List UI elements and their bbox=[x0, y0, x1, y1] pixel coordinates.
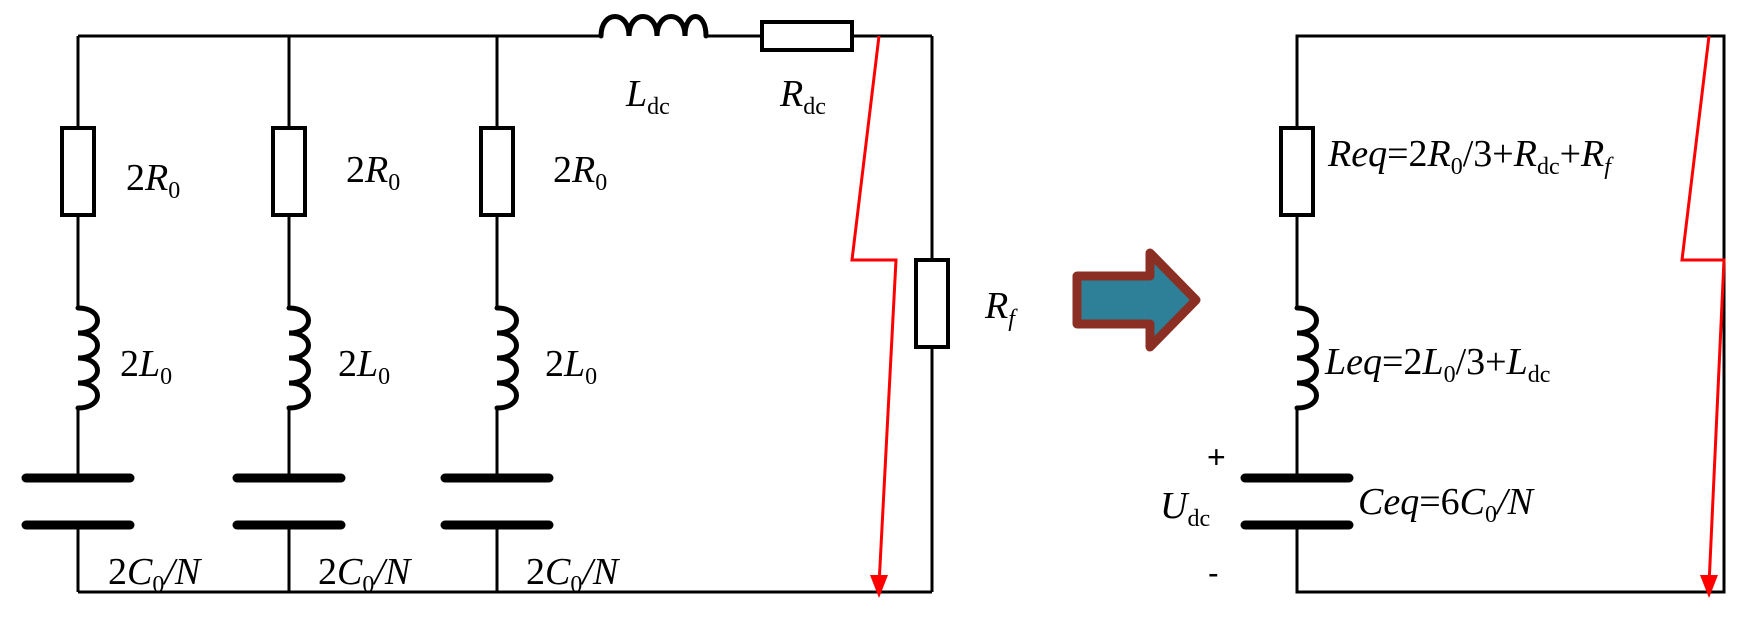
right-circuit-wires bbox=[1295, 34, 1726, 594]
line-inductor-ldc bbox=[598, 14, 709, 39]
left-circuit: 2R0 2R0 2R0 2L0 2L0 2L0 2C0/N 2C0/N 2C0/… bbox=[21, 14, 1018, 598]
branch-2-resistor bbox=[271, 126, 307, 217]
req-label: Req=2R0/3+Rdc+Rf bbox=[1327, 133, 1614, 180]
branch-1-capacitor-label: 2C0/N bbox=[108, 551, 203, 598]
fault-resistor-rf bbox=[914, 258, 950, 349]
rf-label: Rf bbox=[984, 285, 1018, 332]
req-resistor bbox=[1279, 126, 1315, 217]
branch-3 bbox=[440, 36, 554, 592]
ldc-label: Ldc bbox=[625, 73, 670, 120]
branch-1-resistor-label: 2R0 bbox=[126, 157, 180, 204]
branch-3-resistor-label: 2R0 bbox=[553, 149, 607, 196]
branch-2-inductor-label: 2L0 bbox=[338, 343, 390, 390]
branch-2 bbox=[232, 36, 346, 592]
branch-3-inductor bbox=[494, 305, 519, 411]
branch-2-resistor-label: 2R0 bbox=[346, 149, 400, 196]
line-resistor-rdc bbox=[760, 20, 854, 52]
branch-3-capacitor-label: 2C0/N bbox=[526, 551, 621, 598]
fault-path-right bbox=[1680, 35, 1726, 586]
equivalence-arrow bbox=[1072, 248, 1201, 352]
branch-3-inductor-label: 2L0 bbox=[545, 343, 597, 390]
rdc-label: Rdc bbox=[779, 73, 826, 120]
branch-1-resistor bbox=[60, 126, 96, 217]
branch-1 bbox=[21, 36, 135, 592]
leq-label: Leq=2L0/3+Ldc bbox=[1324, 341, 1550, 388]
fault-path-left bbox=[850, 35, 898, 586]
fault-arrowhead-right bbox=[1700, 575, 1718, 598]
leq-inductor bbox=[1294, 305, 1319, 411]
plus-sign: + bbox=[1207, 439, 1226, 475]
fault-arrowhead-left bbox=[870, 575, 888, 598]
ceq-label: Ceq=6C0/N bbox=[1358, 481, 1536, 528]
branch-2-inductor bbox=[286, 305, 311, 411]
right-circuit: Req=2R0/3+Rdc+Rf Leq=2L0/3+Ldc Ceq=6C0/N… bbox=[1160, 34, 1726, 598]
minus-sign: - bbox=[1208, 555, 1219, 591]
udc-label: Udc bbox=[1160, 485, 1210, 532]
branch-1-inductor-label: 2L0 bbox=[120, 343, 172, 390]
branch-1-inductor bbox=[75, 305, 100, 411]
branch-3-resistor bbox=[479, 126, 515, 217]
branch-2-capacitor-label: 2C0/N bbox=[318, 551, 413, 598]
